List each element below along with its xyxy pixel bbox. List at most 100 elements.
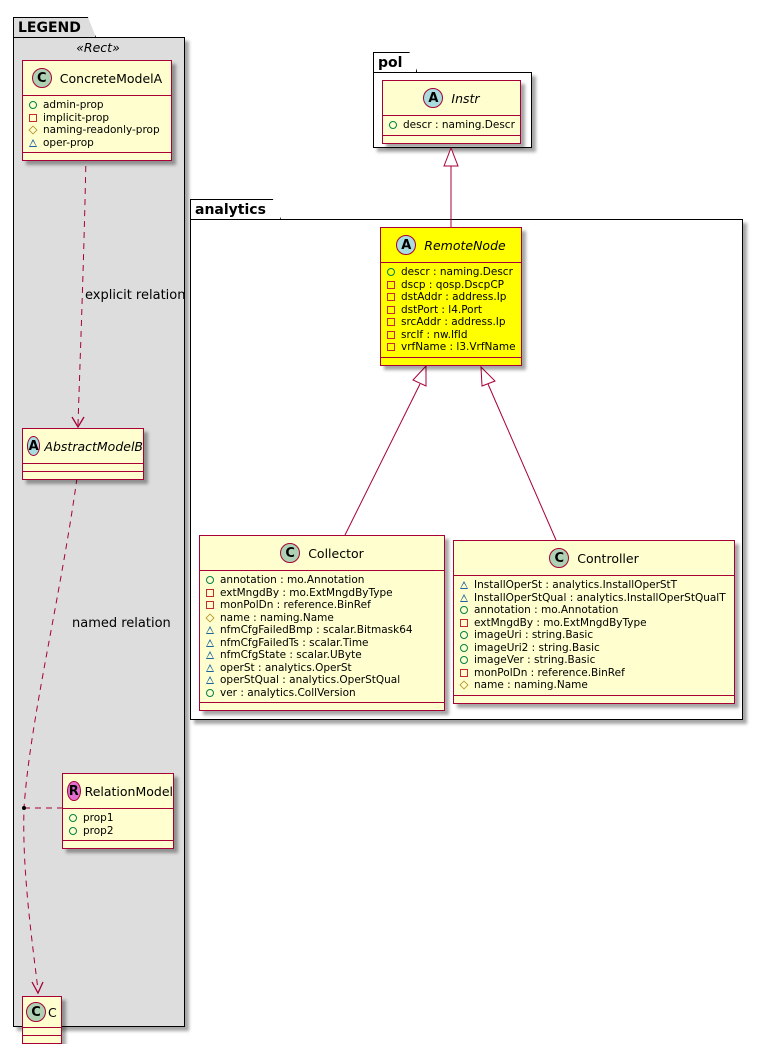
class-name: Controller — [577, 550, 639, 566]
attribute-row: extMngdBy : mo.ExtMngdByType — [206, 587, 438, 600]
public-visibility-icon — [387, 268, 395, 277]
attribute-row: admin-prop — [29, 99, 165, 112]
package-visibility-icon — [206, 638, 214, 647]
class-spot-icon: C — [280, 543, 301, 563]
private-visibility-icon — [387, 330, 395, 339]
attribute-text: extMngdBy : mo.ExtMngdByType — [474, 616, 647, 629]
attribute-text: oper-prop — [43, 136, 94, 149]
private-visibility-icon — [29, 113, 37, 122]
attribute-row: operSt : analytics.OperSt — [206, 662, 438, 675]
attribute-row: srcAddr : address.Ip — [387, 316, 515, 329]
public-visibility-icon — [69, 826, 77, 835]
attribute-row: operStQual : analytics.OperStQual — [206, 674, 438, 687]
attribute-row: monPolDn : reference.BinRef — [460, 667, 728, 680]
method-list — [63, 841, 173, 848]
attribute-text: dstPort : l4.Port — [401, 303, 483, 316]
association-point — [22, 806, 26, 810]
inheritance-arrow-controller — [480, 365, 496, 387]
inheritance-collector-remotenode — [344, 383, 421, 536]
attribute-text: descr : naming.Descr — [401, 266, 513, 278]
attribute-text: imageUri : string.Basic — [474, 629, 594, 641]
private-visibility-icon — [206, 601, 214, 610]
attribute-text: imageVer : string.Basic — [474, 654, 596, 666]
explicit-relation-arrowhead — [71, 416, 85, 429]
named-relation-arrowhead — [31, 981, 44, 995]
inheritance-controller-remotenode — [487, 383, 557, 541]
attribute-text: monPolDn : reference.BinRef — [220, 599, 371, 611]
attribute-row: dstPort : l4.Port — [387, 304, 515, 317]
attribute-text: implicit-prop — [43, 111, 110, 124]
attribute-text: naming-readonly-prop — [43, 124, 160, 136]
attribute-row: naming-readonly-prop — [28, 124, 165, 137]
protected-visibility-icon — [28, 125, 38, 135]
class-abstract-model-b[interactable]: A AbstractModelB — [22, 428, 144, 480]
class-controller[interactable]: C Controller InstallOperSt : analytics.I… — [453, 540, 735, 704]
method-list — [200, 703, 444, 710]
attribute-text: InstallOperSt : analytics.InstallOperStT — [474, 579, 678, 591]
public-visibility-icon — [389, 121, 397, 130]
class-spot-icon: C — [549, 548, 570, 568]
inheritance-arrow-collector — [412, 364, 427, 387]
class-name: RelationModel — [84, 783, 173, 799]
public-visibility-icon — [460, 606, 468, 615]
package-visibility-icon — [206, 663, 214, 672]
attribute-row: implicit-prop — [29, 112, 165, 125]
attribute-text: dscp : qosp.DscpCP — [401, 278, 505, 291]
class-instr[interactable]: A Instr descr : naming.Descr — [382, 80, 521, 144]
attribute-row: imageUri : string.Basic — [460, 629, 728, 642]
attribute-row: InstallOperStQual : analytics.InstallOpe… — [460, 592, 728, 605]
private-visibility-icon — [387, 305, 395, 314]
method-list — [23, 153, 171, 160]
package-visibility-icon — [206, 651, 214, 660]
attribute-text: dstAddr : address.Ip — [401, 291, 507, 303]
attribute-text: prop1 — [83, 812, 114, 824]
attribute-list: descr : naming.Descr — [383, 116, 520, 136]
attribute-row: prop1 — [69, 812, 167, 825]
attribute-row: annotation : mo.Annotation — [206, 574, 438, 587]
attribute-row: InstallOperSt : analytics.InstallOperStT — [460, 579, 728, 592]
protected-visibility-icon — [205, 613, 215, 623]
attribute-text: imageUri2 : string.Basic — [474, 641, 600, 654]
method-list — [381, 358, 521, 365]
attribute-text: descr : naming.Descr — [403, 119, 515, 131]
attribute-text: nfmCfgFailedTs : scalar.Time — [220, 636, 369, 649]
public-visibility-icon — [460, 631, 468, 640]
explicit-relation-line — [77, 154, 87, 426]
attribute-row: prop2 — [69, 825, 167, 838]
private-visibility-icon — [206, 588, 214, 597]
package-visibility-icon — [29, 138, 37, 147]
method-list — [23, 472, 143, 479]
package-visibility-icon — [206, 626, 214, 635]
abstract-spot-icon: A — [27, 436, 41, 456]
attribute-text: operStQual : analytics.OperStQual — [220, 674, 401, 686]
class-spot-icon: C — [26, 1002, 46, 1022]
attribute-row: imageVer : string.Basic — [460, 654, 728, 667]
method-list — [23, 1036, 61, 1043]
public-visibility-icon — [460, 643, 468, 652]
class-c[interactable]: C C — [22, 996, 62, 1044]
attribute-row: imageUri2 : string.Basic — [460, 642, 728, 655]
attribute-row: annotation : mo.Annotation — [460, 604, 728, 617]
attribute-row: name : naming.Name — [459, 679, 728, 692]
named-relation-label: named relation — [72, 616, 171, 631]
private-visibility-icon — [460, 668, 468, 677]
attribute-row: descr : naming.Descr — [387, 266, 515, 279]
attribute-row: vrfName : l3.VrfName — [387, 341, 516, 354]
attribute-row: oper-prop — [29, 137, 165, 150]
attribute-text: name : naming.Name — [220, 611, 334, 624]
class-spot-icon: C — [31, 68, 52, 88]
attribute-text: name : naming.Name — [474, 679, 588, 691]
inheritance-arrow-instr — [443, 146, 459, 167]
class-name: Instr — [451, 90, 480, 106]
abstract-spot-icon: A — [423, 88, 444, 108]
method-list — [383, 136, 520, 143]
method-list — [454, 696, 734, 703]
attribute-row: monPolDn : reference.BinRef — [206, 599, 438, 612]
